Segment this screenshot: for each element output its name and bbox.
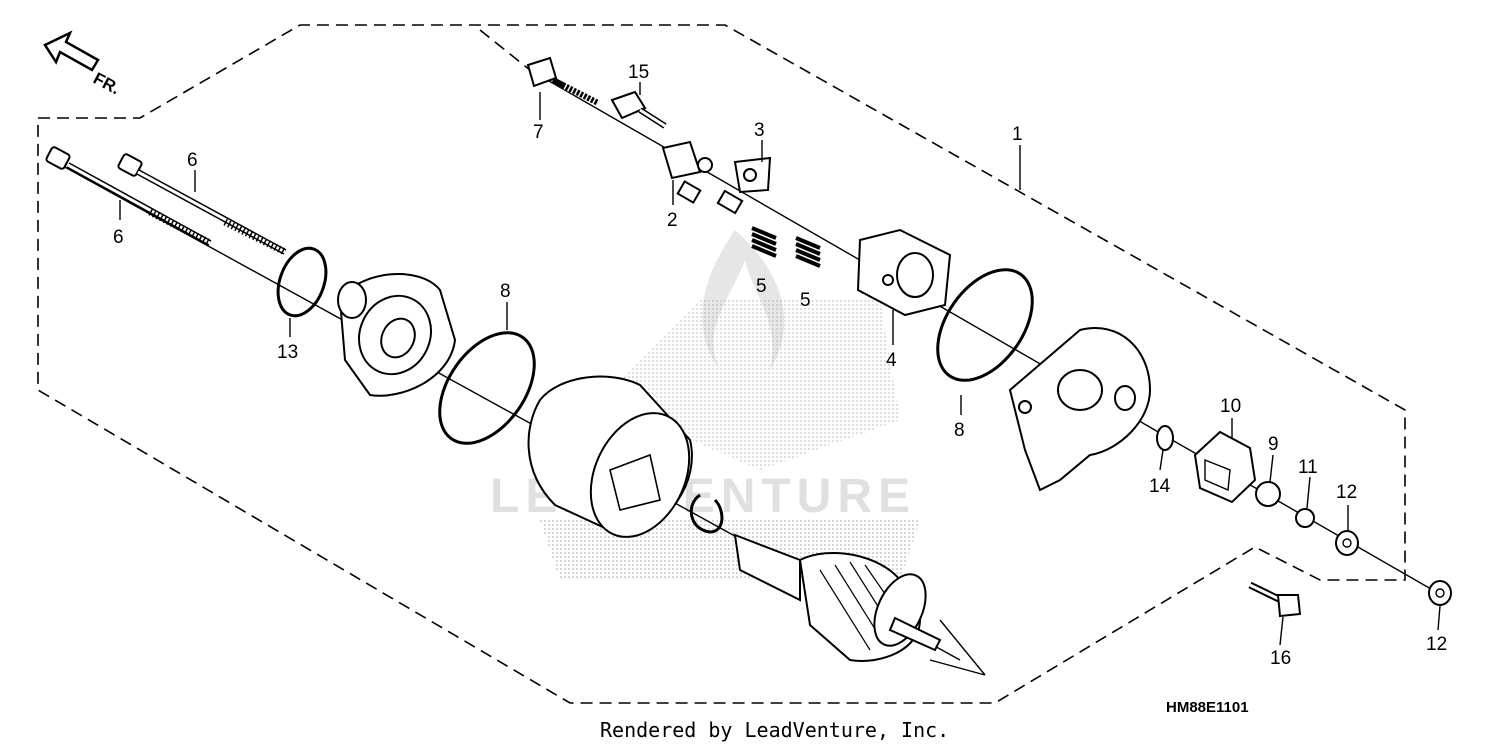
nut-12-upper <box>1335 530 1359 556</box>
starter-yoke <box>527 375 693 538</box>
brush-holder-3 <box>733 156 772 194</box>
front-cover <box>337 273 457 397</box>
callout-2: 2 <box>667 210 678 231</box>
brush-holder-4 <box>856 228 952 317</box>
o-ring-8-front <box>438 331 536 445</box>
front-direction-indicator: FR. <box>43 30 123 99</box>
callout-12-upper: 12 <box>1336 482 1357 503</box>
callout-13: 13 <box>277 342 298 363</box>
washer-9 <box>1255 481 1281 507</box>
stopper-ring <box>689 493 724 534</box>
lower-axis-arrow <box>929 619 986 676</box>
callout-4: 4 <box>886 350 897 371</box>
callout-5-right: 5 <box>800 290 811 311</box>
front-direction-label: FR. <box>90 69 123 99</box>
callout-6-upper: 6 <box>187 150 198 171</box>
callout-5-left: 5 <box>756 276 767 297</box>
callout-12-lower: 12 <box>1426 634 1447 655</box>
callout-14: 14 <box>1149 476 1171 497</box>
callout-1: 1 <box>1012 124 1023 145</box>
brush-spring-5-left <box>751 226 777 258</box>
callout-9: 9 <box>1268 434 1279 455</box>
brush-spring-5-right <box>795 236 821 268</box>
long-bolt-6-upper <box>117 153 287 256</box>
callout-3: 3 <box>754 120 765 141</box>
render-credit: Rendered by LeadVenture, Inc. <box>600 718 949 742</box>
long-bolt-6-lower <box>45 146 212 247</box>
nut-12-lower <box>1428 580 1452 606</box>
brush-set-2 <box>661 140 744 215</box>
o-ring-13 <box>276 246 328 318</box>
callout-10: 10 <box>1220 396 1241 417</box>
callout-8-rear: 8 <box>954 420 965 441</box>
washer-11 <box>1295 508 1315 528</box>
callout-15: 15 <box>628 62 649 83</box>
insulator-10 <box>1193 430 1257 504</box>
terminal-bolt-15 <box>610 90 667 129</box>
rear-cover <box>1008 327 1152 492</box>
o-ring-8-rear <box>936 268 1034 382</box>
upper-axis-arrow <box>479 29 531 71</box>
bolt-7 <box>526 56 600 107</box>
assembly-boundary <box>37 24 1406 704</box>
callout-labels: 1 2 3 4 5 5 6 6 7 8 8 9 10 11 12 12 13 1… <box>113 62 1447 669</box>
callout-7: 7 <box>533 122 544 143</box>
callout-11: 11 <box>1298 457 1318 478</box>
callout-6-lower: 6 <box>113 227 124 248</box>
armature <box>733 533 942 662</box>
front-direction-arrow-icon <box>43 30 100 72</box>
diagram-code: HM88E1101 <box>1166 699 1249 716</box>
bolt-16 <box>1248 581 1302 618</box>
callout-16: 16 <box>1270 648 1291 669</box>
leader-lines <box>119 82 1441 646</box>
washer-14 <box>1156 425 1174 451</box>
callout-8-front: 8 <box>500 281 511 302</box>
